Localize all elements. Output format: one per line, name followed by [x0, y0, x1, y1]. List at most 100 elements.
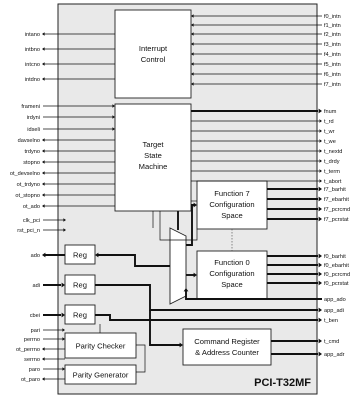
signal-label-t-nextd: t_nextd: [324, 149, 342, 155]
arrow-app_adr: [318, 351, 322, 357]
wire-t_ben: [95, 314, 318, 321]
svg-text:Configuration: Configuration: [209, 200, 254, 209]
svg-text:Space: Space: [221, 211, 243, 220]
arrow-f0_ebarhit: [318, 262, 322, 268]
signal-label-f0-pcrstat: f0_pcrstat: [324, 281, 349, 287]
signal-label-t-term: t_term: [324, 169, 340, 175]
arrow-f5_intn: [191, 62, 194, 66]
signal-label-f5-intn: f5_intn: [324, 62, 341, 68]
arrow-t_nextd: [319, 149, 322, 153]
arrow-pari: [62, 328, 65, 332]
signal-label-intano: intano: [25, 32, 40, 38]
signal-label-frameni: frameni: [21, 104, 40, 110]
multiplexer: [169, 227, 187, 305]
signal-label-f4-intn: f4_intn: [324, 52, 341, 58]
signal-label-davselno: davselno: [18, 138, 40, 144]
signal-label-stopno: stopno: [23, 160, 40, 166]
signal-label-ot-paro: ot_paro: [21, 377, 40, 383]
signal-label-f7-pcrcmd: f7_pcrcmd: [324, 207, 350, 213]
function7-config-block: Function 7 Configuration Space: [196, 180, 268, 230]
arrow-intano: [42, 32, 45, 36]
arrow-f2_intn: [191, 32, 194, 36]
svg-text:& Address Counter: & Address Counter: [195, 348, 259, 357]
svg-text:Reg: Reg: [73, 281, 87, 290]
arrow-f7_intn: [191, 82, 194, 86]
arrow-f1_intn: [191, 23, 194, 27]
parity-checker-block: Parity Checker: [64, 332, 137, 359]
signal-label-f7-intn: f7_intn: [324, 82, 341, 88]
interrupt-control-block: Interrupt Control: [114, 9, 192, 99]
arrow-t_rd: [319, 119, 322, 123]
arrow-app-ado: [183, 288, 189, 292]
signal-label-intdno: intdno: [25, 77, 40, 83]
signal-label-f7-ebarhit: f7_ebarhit: [324, 197, 349, 203]
signal-label-app-adr: app_adr: [324, 352, 345, 358]
function0-config-block: Function 0 Configuration Space: [196, 250, 268, 300]
signal-label-f1-intn: f1_intn: [324, 23, 341, 29]
signal-label-f3-intn: f3_intn: [324, 42, 341, 48]
arrow-paro: [62, 367, 65, 371]
arrow-f0_barhit: [318, 253, 322, 259]
wire-mux-f7: [186, 204, 195, 246]
svg-text:Function 7: Function 7: [214, 189, 249, 198]
svg-text:Function 0: Function 0: [214, 258, 249, 267]
svg-text:State: State: [144, 151, 162, 160]
signal-label-ot-devselno: ot_devselno: [10, 171, 40, 177]
signal-label-ot-stopno: ot_stopno: [15, 193, 40, 199]
arrow-f0_pcrstat: [318, 280, 322, 286]
arrow-davselno: [42, 138, 45, 142]
arrow-f0_intn: [191, 14, 194, 18]
svg-text:Interrupt: Interrupt: [139, 44, 168, 53]
arrow-intdno: [42, 77, 45, 81]
svg-text:Space: Space: [221, 280, 243, 289]
arrow-t_cmd: [318, 338, 322, 344]
signal-label-f7-barhit: f7_barhit: [324, 187, 346, 193]
arrow-f3_intn: [191, 42, 194, 46]
signal-label-trdyno: trdyno: [24, 149, 40, 155]
arrow-stopno: [42, 160, 45, 164]
arrow-f7_pcrstat: [318, 216, 322, 222]
signal-label-fnum: fnum: [324, 109, 337, 115]
arrow-app-adi: [318, 307, 322, 313]
arrow-t_abort: [319, 179, 322, 183]
arrow-ot_ado: [42, 204, 45, 208]
signal-label-t-abort: t_abort: [324, 179, 342, 185]
wire-func-tsm: [159, 211, 198, 241]
svg-text:Command Register: Command Register: [194, 337, 260, 346]
arrow-f7_barhit: [318, 186, 322, 192]
signal-label-irdyni: irdyni: [27, 115, 40, 121]
signal-label-idseli: idseli: [27, 127, 40, 133]
wire-app_ado: [185, 290, 322, 300]
signal-label-t-drdy: t_drdy: [324, 159, 340, 165]
signal-label-cbei: cbei: [30, 313, 40, 319]
arrow-clk_pci: [63, 218, 66, 222]
wire-adi-cmd: [149, 310, 181, 346]
signal-label-t-we: t_we: [324, 139, 336, 145]
svg-text:Control: Control: [141, 55, 166, 64]
signal-label-clk-pci: clk_pci: [23, 218, 40, 224]
reg-block-cbei: Reg: [64, 304, 96, 325]
arrow-irdyni: [112, 115, 115, 119]
arrow-ot_stopno: [42, 193, 45, 197]
arrow-idseli: [112, 127, 115, 131]
signal-label-f7-pcrstat: f7_pcrstat: [324, 217, 349, 223]
signal-label-perrno: perrno: [24, 337, 40, 343]
signal-label-ot-trdyno: ot_trdyno: [17, 182, 40, 188]
arrow-mux-ado-reg: [95, 252, 99, 258]
arrow-t_drdy: [319, 159, 322, 163]
signal-label-f0-ebarhit: f0_ebarhit: [324, 263, 349, 269]
svg-text:Parity Generator: Parity Generator: [73, 371, 129, 380]
parity-generator-block: Parity Generator: [64, 364, 137, 385]
arrow-cbei: [61, 312, 65, 318]
signal-label-serrno: serrno: [24, 357, 40, 363]
signal-label-ot-perrno: ot_perrno: [16, 347, 40, 353]
signal-label-paro: paro: [29, 367, 40, 373]
svg-text:Reg: Reg: [73, 251, 87, 260]
arrow-adi: [61, 282, 65, 288]
arrow-mux-f7: [193, 202, 197, 208]
arrow-t-ben: [318, 317, 322, 323]
arrow-ado: [42, 252, 46, 258]
arrow-f7_ebarhit: [318, 196, 322, 202]
arrow-t_term: [319, 169, 322, 173]
